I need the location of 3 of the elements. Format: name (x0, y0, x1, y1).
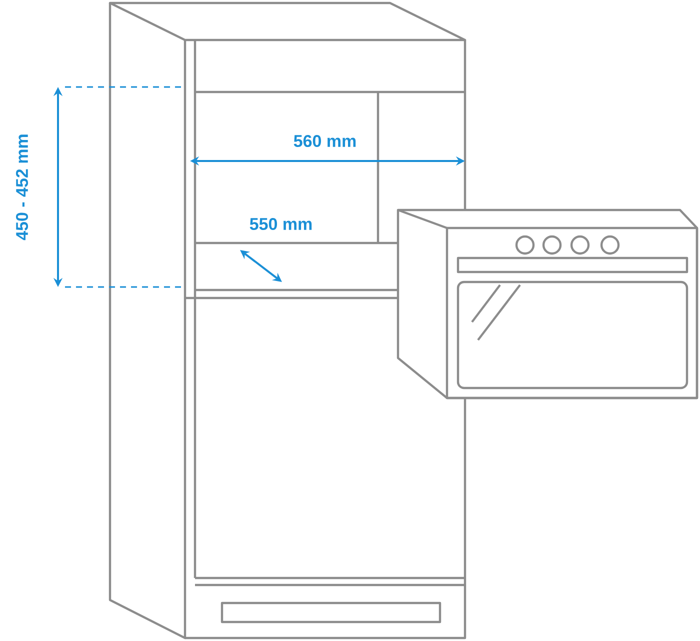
dimension-label: 450 - 452 mm (16, 134, 28, 240)
dimension-label: 550 mm (250, 218, 312, 230)
dimension-label: 560 mm (294, 134, 356, 148)
